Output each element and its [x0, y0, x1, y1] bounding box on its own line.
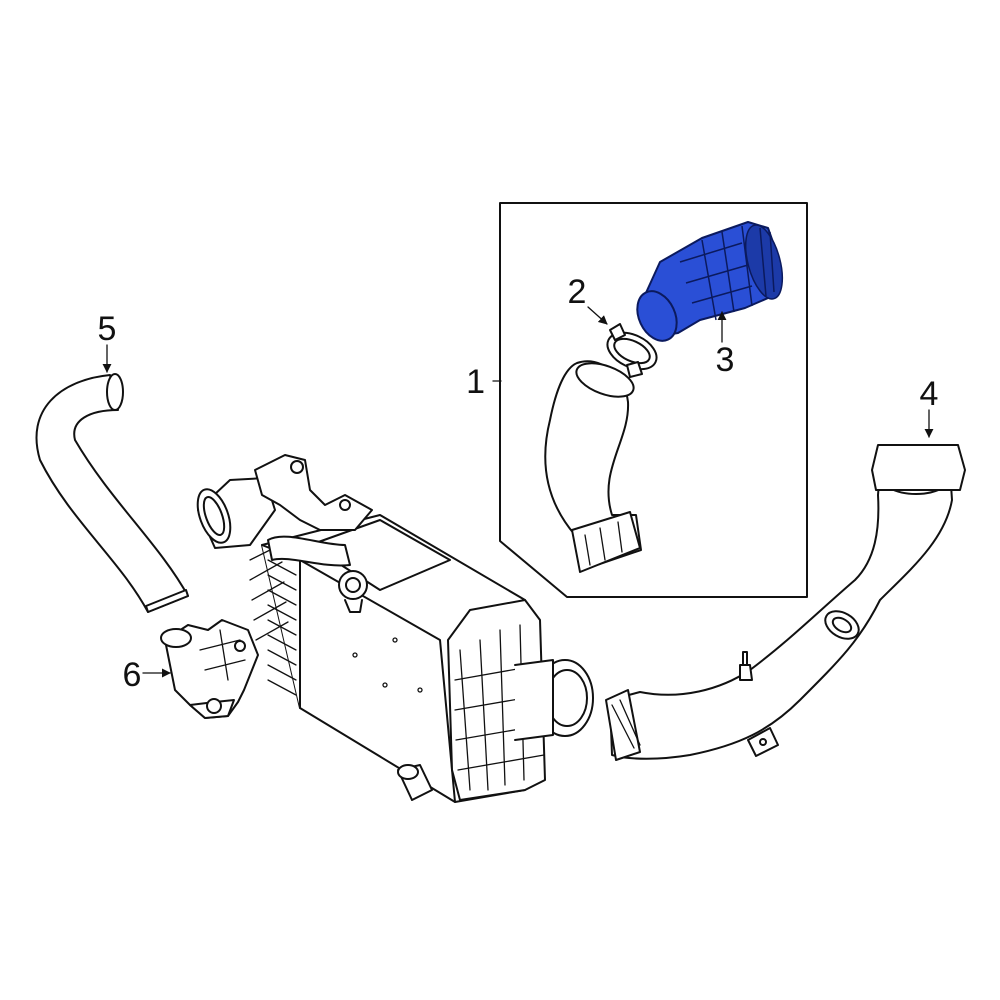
callout-6: 6 [123, 656, 142, 694]
charge-air-pipe[interactable] [605, 444, 966, 761]
callout-labels: 1 2 3 4 5 6 [98, 273, 939, 694]
arrow-2 [587, 306, 608, 325]
callout-5: 5 [98, 310, 117, 348]
radiator-hose[interactable] [35, 373, 189, 613]
intercooler[interactable] [191, 454, 594, 803]
coolant-valve[interactable] [160, 619, 259, 719]
callout-3: 3 [716, 341, 735, 379]
leader-lines [102, 306, 934, 678]
highlighted-air-duct[interactable] [630, 221, 790, 347]
detail-hose[interactable] [544, 357, 642, 573]
callout-2: 2 [568, 273, 587, 311]
clamp-ring[interactable] [602, 323, 663, 378]
callout-4: 4 [920, 375, 939, 413]
callout-1: 1 [466, 363, 485, 401]
